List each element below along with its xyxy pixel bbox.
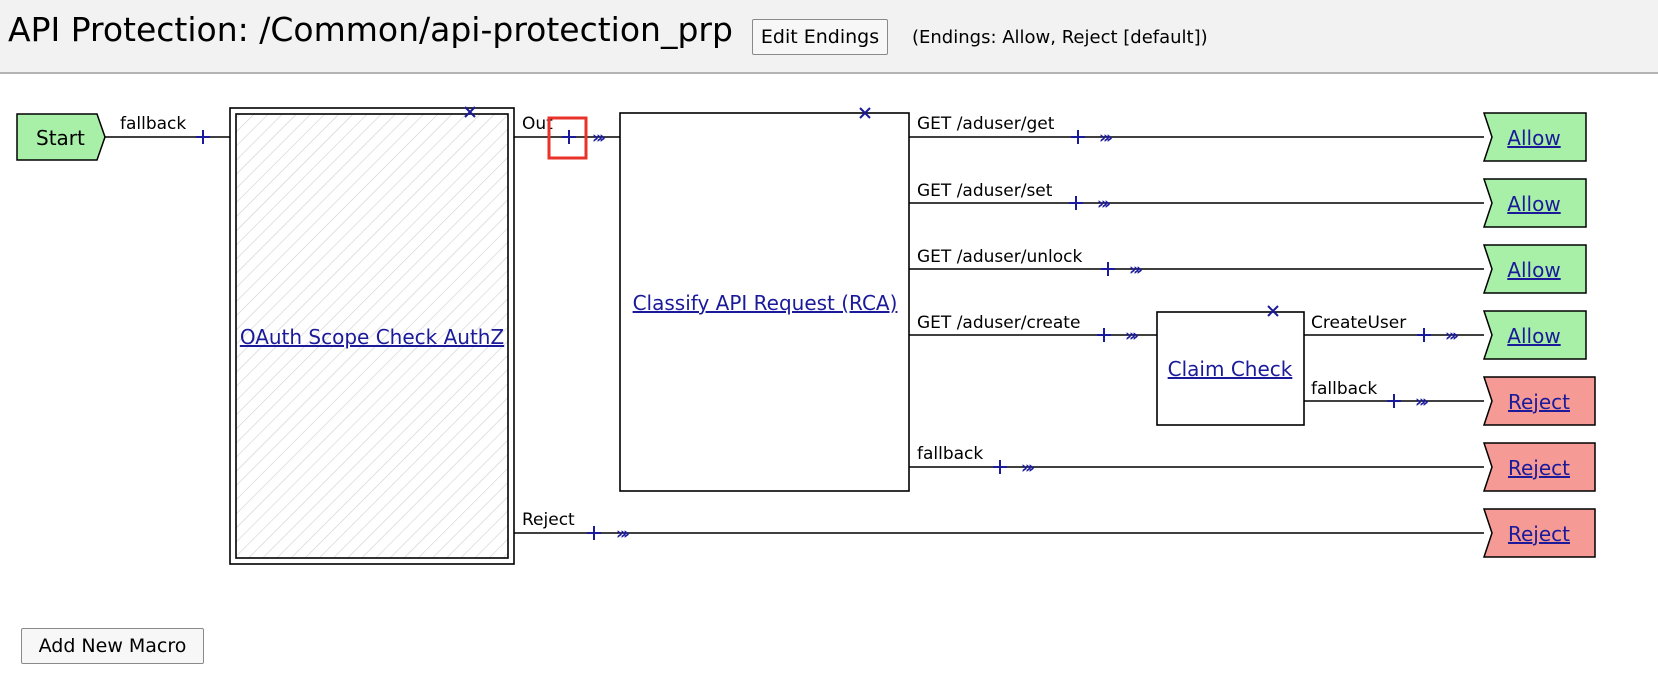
ending-link[interactable]: Allow [1507,126,1560,150]
edit-endings-button[interactable]: Edit Endings [752,19,888,55]
insert-action-plus-icon[interactable] [1071,130,1085,144]
branch-label-aduser-create: GET /aduser/create [917,313,1080,333]
insert-action-plus-icon[interactable] [562,130,576,144]
branch-arrow-icon: › [599,128,606,148]
start-node: Start [16,113,106,161]
macro-frame [619,112,910,492]
branch-arrow-icon: » [1415,392,1426,412]
insert-action-plus-icon[interactable] [993,460,1007,474]
ending-allow-2[interactable]: Allow [1482,178,1587,228]
branch-arrow-icon: » [1129,260,1140,280]
branch-label-out: Out [522,114,553,134]
branch-arrow-icon: › [1136,260,1143,280]
macro-link-claim-check[interactable]: Claim Check [1168,357,1293,381]
ending-link[interactable]: Allow [1507,258,1560,282]
branch-label-classify-fallback: fallback [917,444,983,464]
branch-arrow-icon: › [1106,128,1113,148]
branch-label-aduser-unlock: GET /aduser/unlock [917,247,1082,267]
ending-allow-1[interactable]: Allow [1482,112,1587,162]
insert-action-plus-icon[interactable] [1417,328,1431,342]
macro-inner-frame [235,113,509,559]
insert-action-plus-icon[interactable] [196,130,210,144]
ending-link[interactable]: Reject [1508,390,1570,414]
insert-action-plus-icon[interactable] [1097,328,1111,342]
header-bar: API Protection: /Common/api-protection_p… [0,0,1658,74]
ending-link[interactable]: Allow [1507,324,1560,348]
macro-frame [1156,311,1305,426]
branch-arrow-icon: » [1021,458,1032,478]
start-label: Start [36,126,85,150]
start-shape [16,113,106,161]
branch-arrow-icon: › [1132,326,1139,346]
ending-allow-4[interactable]: Allow [1482,310,1587,360]
branch-arrow-icon: » [1445,326,1456,346]
branch-arrow-icon: › [1422,392,1429,412]
ending-reject-1[interactable]: Reject [1482,376,1596,426]
ending-reject-2[interactable]: Reject [1482,442,1596,492]
add-new-macro-button[interactable]: Add New Macro [21,628,204,664]
remove-macro-x-icon[interactable] [1267,305,1279,317]
insert-action-plus-icon[interactable] [587,526,601,540]
macro-link-classify-api-request[interactable]: Classify API Request (RCA) [633,291,898,315]
branch-label-aduser-set: GET /aduser/set [917,181,1053,201]
insert-action-plus-icon[interactable] [1387,394,1401,408]
ending-allow-3[interactable]: Allow [1482,244,1587,294]
insert-action-plus-icon[interactable] [1069,196,1083,210]
branch-arrow-icon: » [592,128,603,148]
branch-arrow-icon: » [1099,128,1110,148]
macro-classify-api-request: Classify API Request (RCA) [619,107,910,492]
branch-label-reject: Reject [522,510,575,530]
endings-note: (Endings: Allow, Reject [default]) [912,27,1208,48]
macro-claim-check: Claim Check [1156,305,1305,426]
insert-action-plus-icon[interactable] [1101,262,1115,276]
remove-macro-x-icon[interactable] [464,106,476,118]
macro-link-oauth-scope-check[interactable]: OAuth Scope Check AuthZ [240,325,504,349]
branch-label-createuser: CreateUser [1311,313,1406,333]
ending-link[interactable]: Reject [1508,456,1570,480]
branch-arrow-icon: » [1097,194,1108,214]
ending-link[interactable]: Reject [1508,522,1570,546]
branch-arrow-icon: » [1125,326,1136,346]
branch-arrow-icon: › [1104,194,1111,214]
highlight-box [547,116,588,160]
branch-label-start-fallback: fallback [120,114,186,134]
branch-arrow-icon: › [623,524,630,544]
remove-macro-x-icon[interactable] [859,107,871,119]
page-title: API Protection: /Common/api-protection_p… [8,10,733,49]
macro-oauth-scope-check: OAuth Scope Check AuthZ [229,106,515,565]
ending-reject-3[interactable]: Reject [1482,508,1596,558]
branch-label-aduser-get: GET /aduser/get [917,114,1055,134]
branch-arrow-icon: » [616,524,627,544]
branch-label-claim-fallback: fallback [1311,379,1377,399]
ending-link[interactable]: Allow [1507,192,1560,216]
branch-arrow-icon: › [1028,458,1035,478]
branch-arrow-icon: › [1452,326,1459,346]
